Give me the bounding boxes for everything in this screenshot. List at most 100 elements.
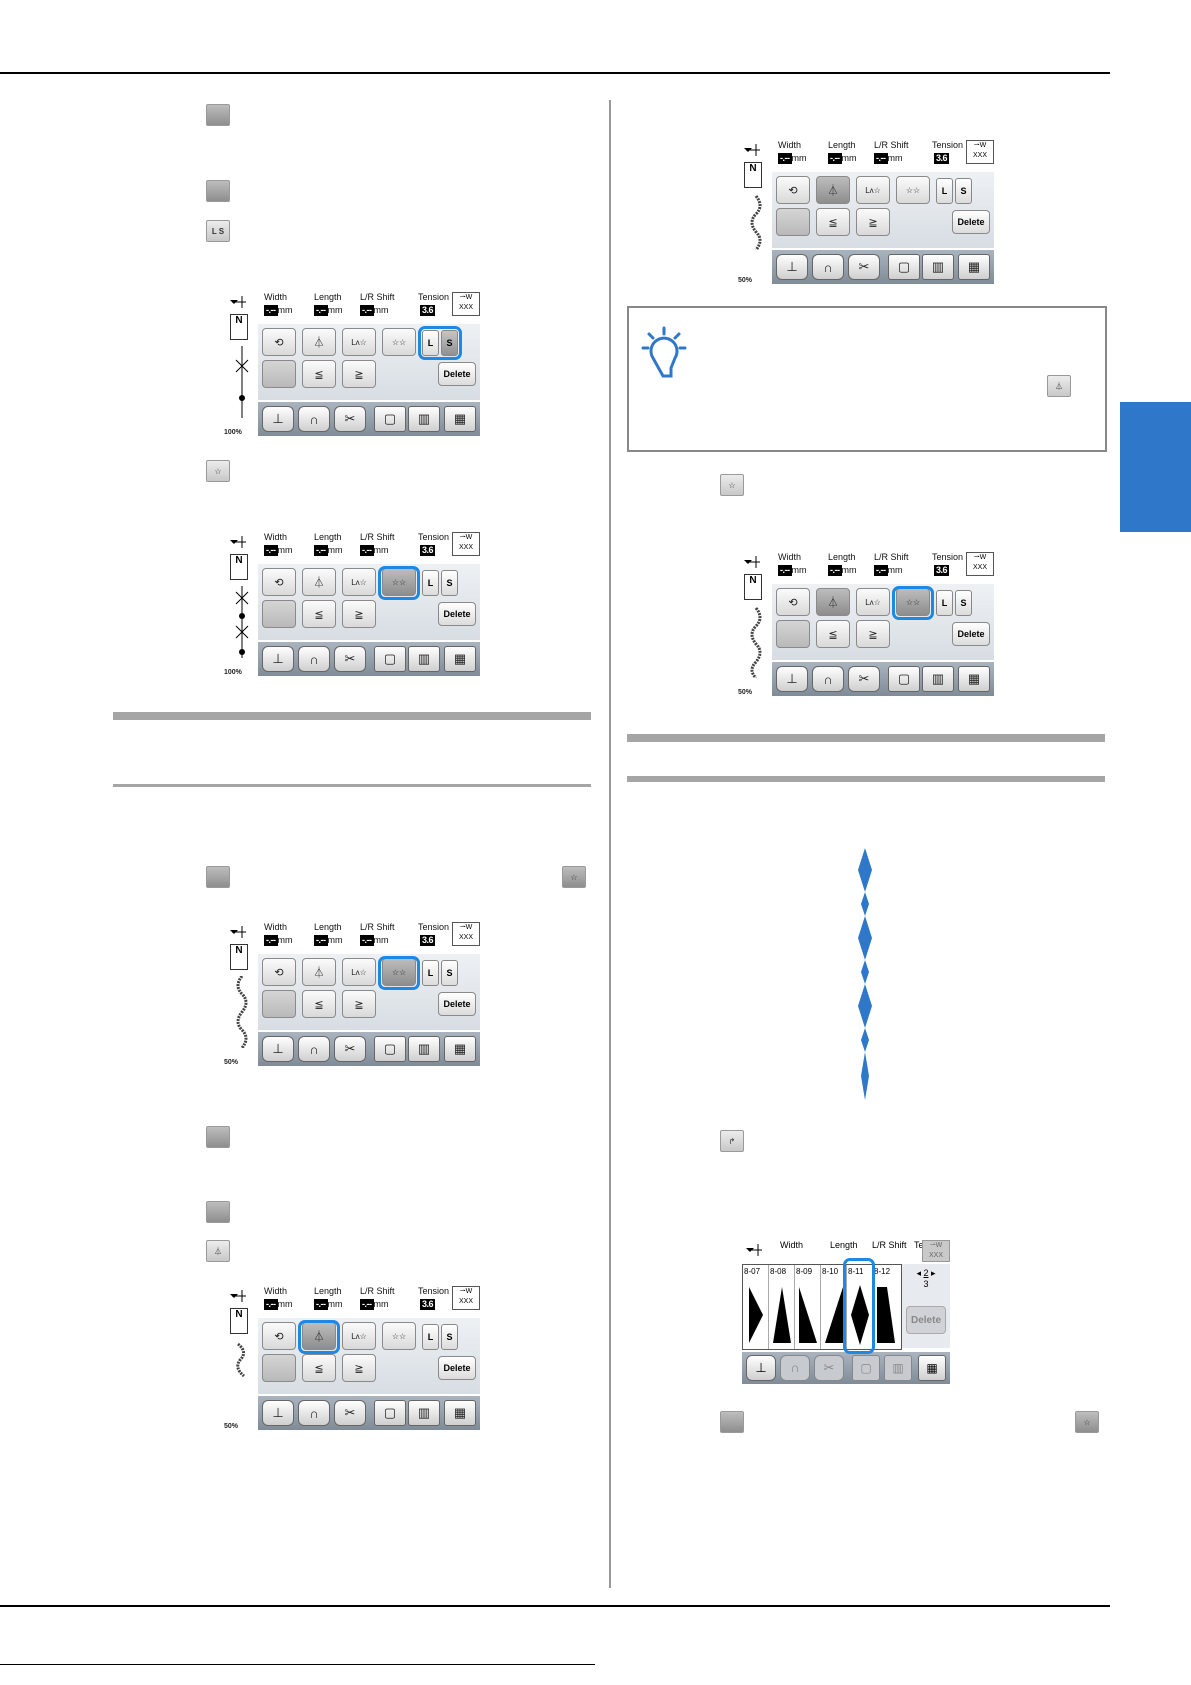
manual-button[interactable]: ▥ xyxy=(408,406,440,432)
move-down-button[interactable]: ≧ xyxy=(856,620,890,648)
move-down-button[interactable]: ≧ xyxy=(856,208,890,236)
repeat-pattern-selected-icon[interactable]: ☆ xyxy=(1075,1411,1099,1433)
mirror-button[interactable]: ⏃ xyxy=(816,588,850,616)
presser-foot-lift-button[interactable]: ⊥ xyxy=(746,1355,776,1381)
manual-button[interactable]: ▥ xyxy=(408,1400,440,1426)
reverse-button[interactable]: ∩ xyxy=(298,646,330,672)
presser-foot-lift-button[interactable]: ⊥ xyxy=(262,406,294,432)
memory-button[interactable]: ▢ xyxy=(374,1400,406,1426)
chevron-right-icon[interactable]: ▸ xyxy=(931,1268,936,1278)
move-down-button[interactable]: ≧ xyxy=(342,600,376,628)
repeat-pattern-icon[interactable]: ☆ xyxy=(206,460,230,482)
manual-button[interactable]: ▥ xyxy=(884,1355,912,1381)
delete-button[interactable]: Delete xyxy=(438,1356,476,1380)
pattern-select-icon[interactable] xyxy=(206,866,230,888)
settings-button[interactable]: ▦ xyxy=(958,666,990,692)
manual-button[interactable]: ▥ xyxy=(922,254,954,280)
pattern-select-icon[interactable] xyxy=(206,180,230,202)
scissors-icon[interactable]: ✂ xyxy=(334,646,366,672)
move-down-button[interactable]: ≧ xyxy=(342,360,376,388)
presser-foot-lift-button[interactable]: ⊥ xyxy=(776,666,808,692)
pattern-select-icon[interactable] xyxy=(206,1201,230,1223)
settings-button[interactable]: ▦ xyxy=(444,1400,476,1426)
image-key-button[interactable]: Lʌ☆ xyxy=(342,958,376,986)
stitch-cell[interactable]: 8-12 xyxy=(873,1265,899,1349)
stitch-cell[interactable]: 8-10 xyxy=(821,1265,847,1349)
settings-button[interactable]: ▦ xyxy=(958,254,990,280)
stitch-cell[interactable]: 8-08 xyxy=(769,1265,795,1349)
stitch-cell[interactable]: 8-09 xyxy=(795,1265,821,1349)
elongation-button[interactable]: ⟲ xyxy=(776,588,810,616)
settings-button[interactable]: ▦ xyxy=(918,1355,946,1381)
scissors-icon[interactable]: ✂ xyxy=(848,254,880,280)
scissors-icon[interactable]: ✂ xyxy=(814,1355,844,1381)
presser-foot-lift-button[interactable]: ⊥ xyxy=(262,1400,294,1426)
settings-button[interactable]: ▦ xyxy=(444,1036,476,1062)
presser-foot-lift-button[interactable]: ⊥ xyxy=(776,254,808,280)
repeat-button[interactable]: ☆☆ xyxy=(382,328,416,356)
size-ls-icon[interactable]: L S xyxy=(206,220,230,242)
elongation-button[interactable]: ⟲ xyxy=(262,1322,296,1350)
elongation-button[interactable]: ⟲ xyxy=(262,958,296,986)
image-key-button[interactable]: Lʌ☆ xyxy=(856,176,890,204)
delete-button[interactable]: Delete xyxy=(952,622,990,646)
move-up-button[interactable]: ≦ xyxy=(302,990,336,1018)
image-key-button[interactable]: Lʌ☆ xyxy=(342,1322,376,1350)
elongation-button[interactable]: ⟲ xyxy=(776,176,810,204)
reverse-button[interactable]: ∩ xyxy=(298,1036,330,1062)
reverse-button[interactable]: ∩ xyxy=(780,1355,810,1381)
mirror-image-icon[interactable]: ⏃ xyxy=(1047,375,1071,397)
presser-foot-lift-button[interactable]: ⊥ xyxy=(262,646,294,672)
image-key-button[interactable]: Lʌ☆ xyxy=(856,588,890,616)
scissors-icon[interactable]: ✂ xyxy=(848,666,880,692)
pattern-select-icon[interactable] xyxy=(206,104,230,126)
move-down-button[interactable]: ≧ xyxy=(342,1354,376,1382)
manual-button[interactable]: ▥ xyxy=(408,1036,440,1062)
memory-button[interactable]: ▢ xyxy=(374,406,406,432)
memory-button[interactable]: ▢ xyxy=(888,254,920,280)
delete-button[interactable]: Delete xyxy=(952,210,990,234)
manual-button[interactable]: ▥ xyxy=(408,646,440,672)
delete-button[interactable]: Delete xyxy=(438,992,476,1016)
repeat-pattern-selected-icon[interactable]: ☆ xyxy=(562,866,586,888)
presser-foot-lift-button[interactable]: ⊥ xyxy=(262,1036,294,1062)
elongation-button[interactable]: ⟲ xyxy=(262,328,296,356)
delete-button[interactable]: Delete xyxy=(438,362,476,386)
repeat-pattern-icon[interactable]: ☆ xyxy=(720,474,744,496)
repeat-button[interactable]: ☆☆ xyxy=(896,176,930,204)
reverse-button[interactable]: ∩ xyxy=(298,1400,330,1426)
stitch-cell[interactable]: 8-07 xyxy=(743,1265,769,1349)
delete-button[interactable]: Delete xyxy=(906,1306,946,1334)
image-key-button[interactable]: Lʌ☆ xyxy=(342,328,376,356)
move-up-button[interactable]: ≦ xyxy=(816,208,850,236)
pattern-select-icon[interactable] xyxy=(206,1126,230,1148)
manual-button[interactable]: ▥ xyxy=(922,666,954,692)
scissors-icon[interactable]: ✂ xyxy=(334,406,366,432)
reverse-button[interactable]: ∩ xyxy=(298,406,330,432)
mirror-button[interactable]: ⏃ xyxy=(302,328,336,356)
reverse-button[interactable]: ∩ xyxy=(812,254,844,280)
settings-button[interactable]: ▦ xyxy=(444,406,476,432)
reverse-button[interactable]: ∩ xyxy=(812,666,844,692)
mirror-button[interactable]: ⏃ xyxy=(302,568,336,596)
pattern-edit-icon[interactable]: ↱ xyxy=(720,1130,744,1152)
mirror-button[interactable]: ⏃ xyxy=(302,1322,336,1350)
scissors-icon[interactable]: ✂ xyxy=(334,1036,366,1062)
elongation-button[interactable]: ⟲ xyxy=(262,568,296,596)
pattern-select-icon[interactable] xyxy=(720,1411,744,1433)
settings-button[interactable]: ▦ xyxy=(444,646,476,672)
scissors-icon[interactable]: ✂ xyxy=(334,1400,366,1426)
delete-button[interactable]: Delete xyxy=(438,602,476,626)
move-up-button[interactable]: ≦ xyxy=(302,360,336,388)
